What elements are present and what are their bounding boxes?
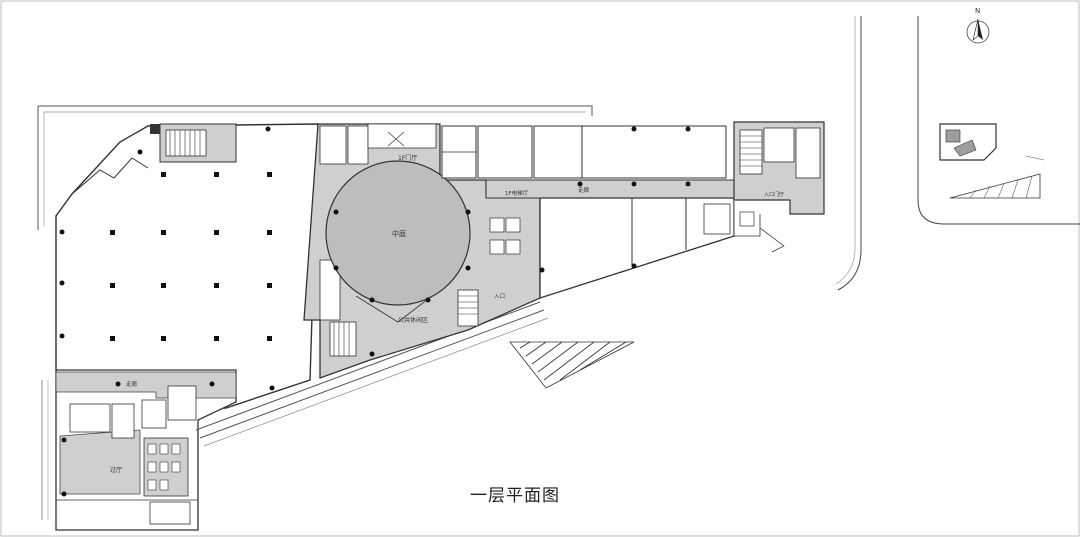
- label-elevator-hall: 1F电梯厅: [505, 189, 529, 197]
- label-corridor-west: 走廊: [126, 380, 138, 388]
- site-plan-boundary: [917, 16, 1080, 225]
- street-curve-inner: [835, 16, 856, 285]
- north-label: N: [975, 7, 980, 15]
- key-site-plan: [939, 123, 1045, 199]
- diagonal-facade-2: [203, 317, 549, 447]
- north-arrow-icon: [966, 18, 990, 44]
- street-curve-main: [837, 16, 862, 291]
- label-lobby: 过厅: [110, 466, 122, 474]
- east-wing: [539, 121, 825, 299]
- west-retail-hall: [37, 105, 593, 409]
- label-central-atrium: 中庭: [392, 229, 406, 238]
- label-east-entrance: 入口门厅: [764, 191, 784, 198]
- label-public-leisure: 公共休闲区: [398, 316, 428, 324]
- southwest-wing: [41, 369, 237, 531]
- label-main-entrance-hall: 1F门厅: [398, 154, 417, 162]
- drawing-title: 一层平面图: [470, 486, 560, 506]
- label-side-entrance: 入口: [494, 293, 505, 300]
- entrance-ramp: [509, 341, 635, 389]
- north-rooms: [441, 125, 727, 179]
- label-corridor-east: 走廊: [578, 186, 590, 194]
- central-atrium-block: [303, 123, 541, 379]
